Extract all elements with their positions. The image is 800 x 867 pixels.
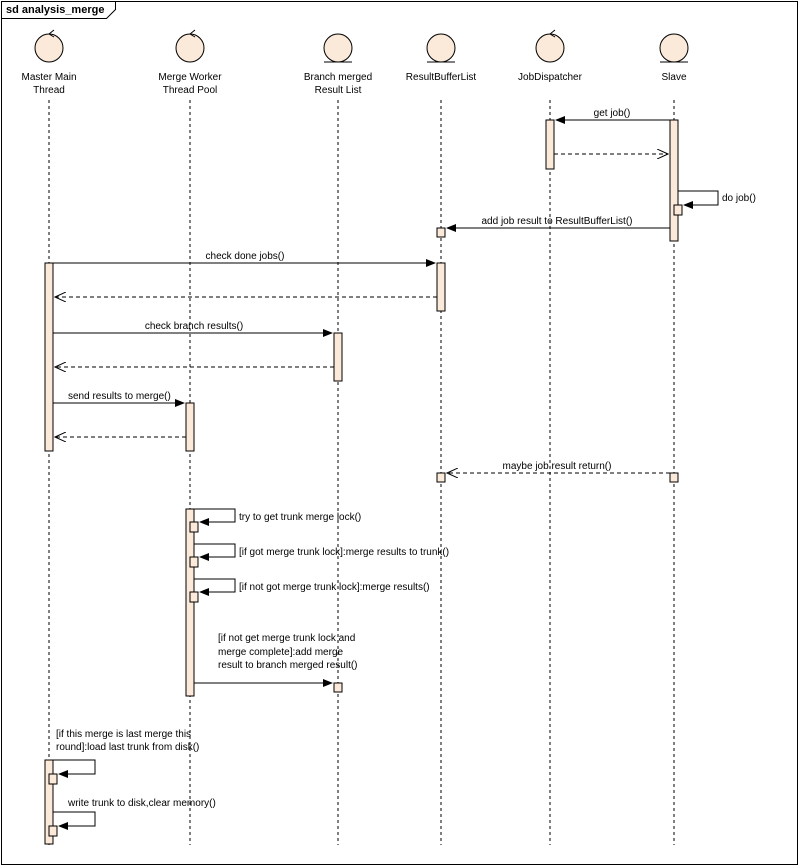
lifeline-name-line: Slave (661, 72, 686, 83)
control-icon (535, 33, 565, 63)
message-label: add job result to ResultBufferList() (481, 216, 632, 227)
activation-bar (669, 472, 679, 483)
message-label: [if got merge trunk lock]:merge results … (239, 547, 449, 558)
activation-bar (48, 773, 58, 785)
activation-bar (185, 402, 195, 452)
message-merge-to-trunk: [if got merge trunk lock]:merge results … (194, 543, 449, 561)
control-arrow-icon (549, 29, 556, 38)
activation-bar (189, 521, 199, 533)
message-label: result to branch merged result() (218, 660, 358, 671)
activation-bar (48, 825, 58, 837)
activation-bar (669, 119, 679, 242)
message-write-trunk: write trunk to disk,clear memory() (53, 798, 216, 830)
message-merge-results: [if not got merge trunk lock]:merge resu… (194, 578, 430, 596)
lifeline-master: Master Main Thread (21, 29, 77, 845)
lifeline-rbl: ResultBufferList (406, 33, 477, 845)
entity-icon (426, 33, 456, 63)
control-icon (175, 33, 205, 63)
lifeline-name-line: ResultBufferList (406, 72, 477, 83)
message-label: send results to merge() (68, 391, 171, 402)
lifeline-pool: Merge Worker Thread Pool (158, 29, 222, 845)
lifeline-name-line: JobDispatcher (518, 72, 583, 83)
message-send-results-to-merge: send results to merge() (53, 391, 185, 407)
activation-bar (333, 682, 343, 693)
message-check-done-jobs: check done jobs() (53, 251, 436, 267)
message-label: [if not got merge trunk lock]:merge resu… (239, 582, 430, 593)
activation-bar (436, 472, 446, 483)
frame-title-tab (1, 1, 116, 19)
lifeline-name-line: Master Main (21, 72, 76, 83)
lifeline-name-line: Thread Pool (163, 85, 217, 96)
self-message-arrow (194, 508, 236, 526)
message-load-last-trunk: [if this merge is last merge this round]… (53, 729, 199, 778)
message-add-to-branch: [if not get merge trunk lock and merge c… (194, 633, 358, 687)
entity-icon (323, 33, 353, 63)
message-label: maybe job result return() (503, 461, 612, 472)
frame-title: sd analysis_merge (6, 4, 104, 16)
message-label: [if not get merge trunk lock and (218, 633, 355, 644)
self-message-arrow (678, 190, 719, 209)
control-arrow-icon (189, 29, 196, 38)
message-label: check branch results() (145, 321, 243, 332)
message-label: [if this merge is last merge this (56, 729, 191, 740)
message-get-job: get job() (555, 108, 670, 124)
lifeline-name-line: Branch merged (304, 72, 372, 83)
lifeline-name-line: Merge Worker (158, 72, 222, 83)
activation-bar (436, 262, 446, 312)
lifeline-name-line: Thread (33, 85, 65, 96)
message-label: merge complete]:add merge (218, 647, 344, 658)
message-label: do job() (722, 193, 756, 204)
control-icon (34, 33, 64, 63)
self-message-arrow (53, 811, 96, 830)
activation-bar (44, 759, 54, 845)
self-message-arrow (53, 759, 96, 778)
message-try-get-trunk-lock: try to get trunk merge lock() (194, 508, 361, 526)
activation-bar (189, 556, 199, 568)
message-check-branch-results: check branch results() (53, 321, 333, 337)
message-label: write trunk to disk,clear memory() (67, 798, 216, 809)
self-message-arrow (194, 578, 236, 596)
message-label: try to get trunk merge lock() (239, 512, 361, 523)
entity-icon (659, 33, 689, 63)
activation-bar (333, 332, 343, 382)
activation-bar (436, 227, 446, 238)
self-message-arrow (194, 543, 236, 561)
message-do-job: do job() (678, 190, 756, 209)
message-maybe-job-result-return: maybe job result return() (447, 461, 670, 473)
activation-bars (44, 119, 683, 845)
control-arrow-icon (48, 29, 55, 38)
activation-bar (189, 591, 199, 603)
message-label: check done jobs() (206, 251, 285, 262)
activation-bar (44, 262, 54, 452)
activation-bar (545, 119, 555, 170)
message-add-job-result: add job result to ResultBufferList() (446, 216, 670, 232)
message-label: round]:load last trunk from disk() (56, 742, 199, 753)
message-label: get job() (594, 108, 631, 119)
activation-bar (673, 204, 683, 216)
lifeline-name-line: Result List (315, 85, 362, 96)
lifeline-branch: Branch merged Result List (304, 33, 372, 845)
